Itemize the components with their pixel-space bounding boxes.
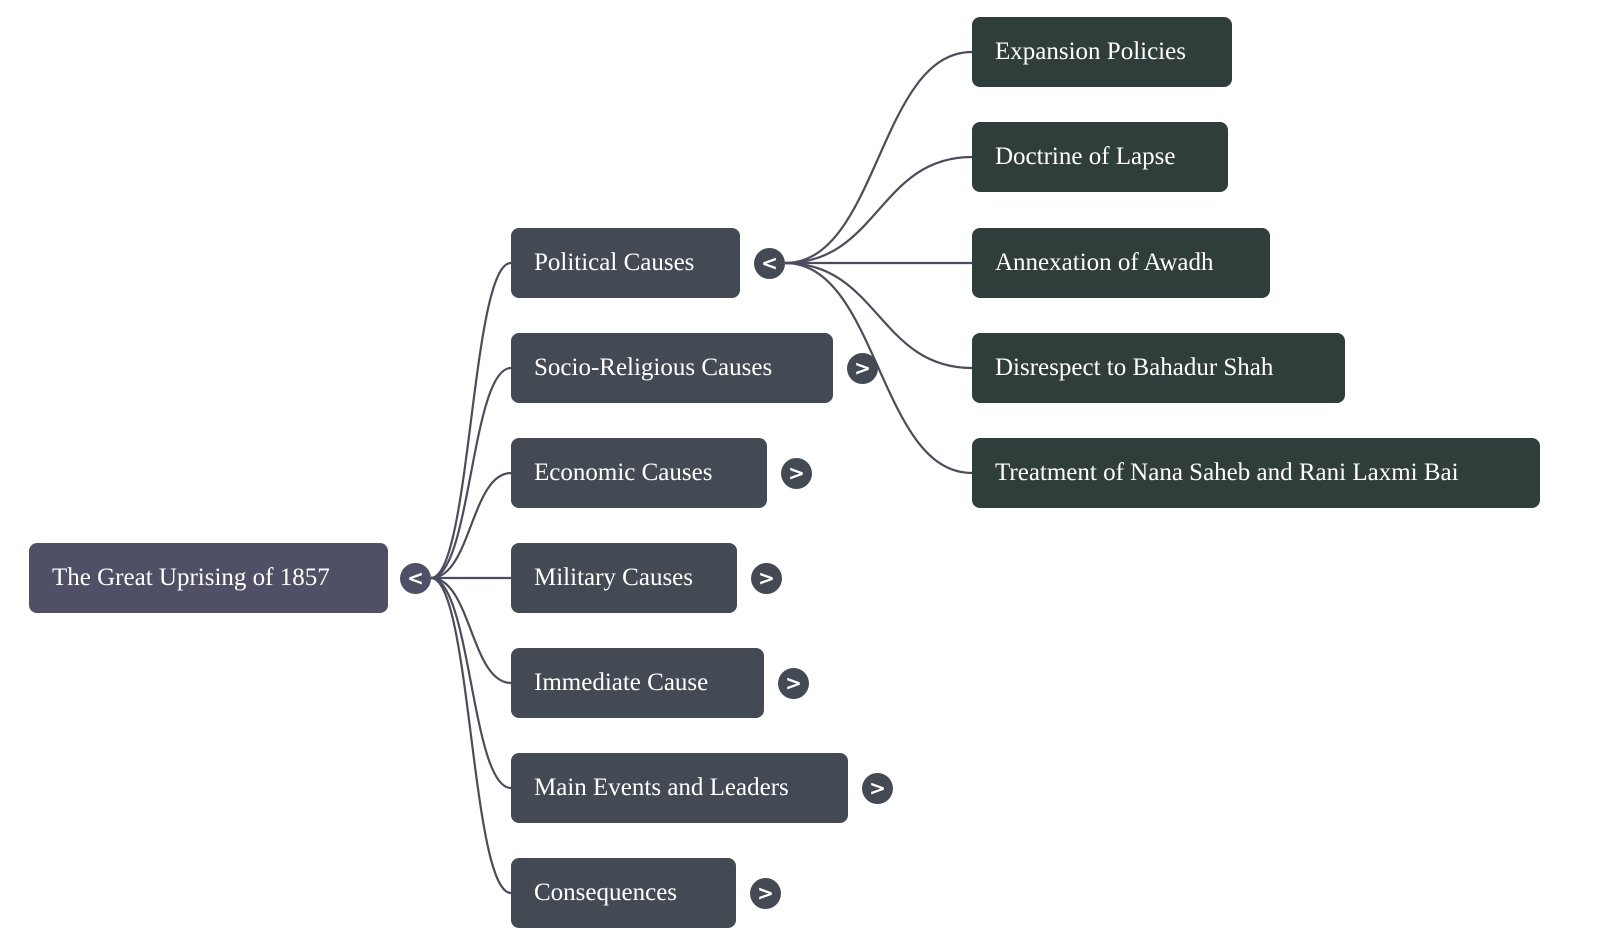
link-root-branch-5	[430, 576, 512, 790]
link-root-branch-4	[430, 576, 512, 685]
branch-consequences[interactable]: Consequences	[511, 858, 736, 928]
leaf-annexation-of-awadh[interactable]: Annexation of Awadh	[972, 228, 1270, 298]
leaf-expansion-policies[interactable]: Expansion Policies	[972, 17, 1232, 87]
link-political-leaf-4	[784, 261, 973, 475]
root-node[interactable]: The Great Uprising of 1857	[29, 543, 388, 613]
link-root-branch-2	[430, 471, 512, 580]
link-political-leaf-1	[784, 155, 973, 265]
link-root-branch-1	[430, 366, 512, 580]
branch-main-events-and-leaders[interactable]: Main Events and Leaders	[511, 753, 848, 823]
leaf-disrespect-to-bahadur-shah[interactable]: Disrespect to Bahadur Shah	[972, 333, 1345, 403]
branch-immediate-cause[interactable]: Immediate Cause	[511, 648, 764, 718]
leaf-treatment-of-nana-saheb[interactable]: Treatment of Nana Saheb and Rani Laxmi B…	[972, 438, 1540, 508]
link-root-branch-0	[430, 261, 512, 580]
root-collapse-toggle[interactable]: <	[400, 563, 431, 594]
leaf-doctrine-of-lapse[interactable]: Doctrine of Lapse	[972, 122, 1228, 192]
link-root-branch-6	[430, 576, 512, 895]
link-political-leaf-0	[784, 50, 973, 265]
main-events-expand-toggle[interactable]: >	[862, 773, 893, 804]
branch-military-causes[interactable]: Military Causes	[511, 543, 737, 613]
immediate-cause-expand-toggle[interactable]: >	[778, 668, 809, 699]
branch-economic-causes[interactable]: Economic Causes	[511, 438, 767, 508]
consequences-expand-toggle[interactable]: >	[750, 878, 781, 909]
economic-causes-expand-toggle[interactable]: >	[781, 458, 812, 489]
political-causes-collapse-toggle[interactable]: <	[754, 248, 785, 279]
military-causes-expand-toggle[interactable]: >	[751, 563, 782, 594]
branch-socio-religious-causes[interactable]: Socio-Religious Causes	[511, 333, 833, 403]
socio-religious-causes-expand-toggle[interactable]: >	[847, 353, 878, 384]
link-political-leaf-3	[784, 261, 973, 370]
branch-political-causes[interactable]: Political Causes	[511, 228, 740, 298]
